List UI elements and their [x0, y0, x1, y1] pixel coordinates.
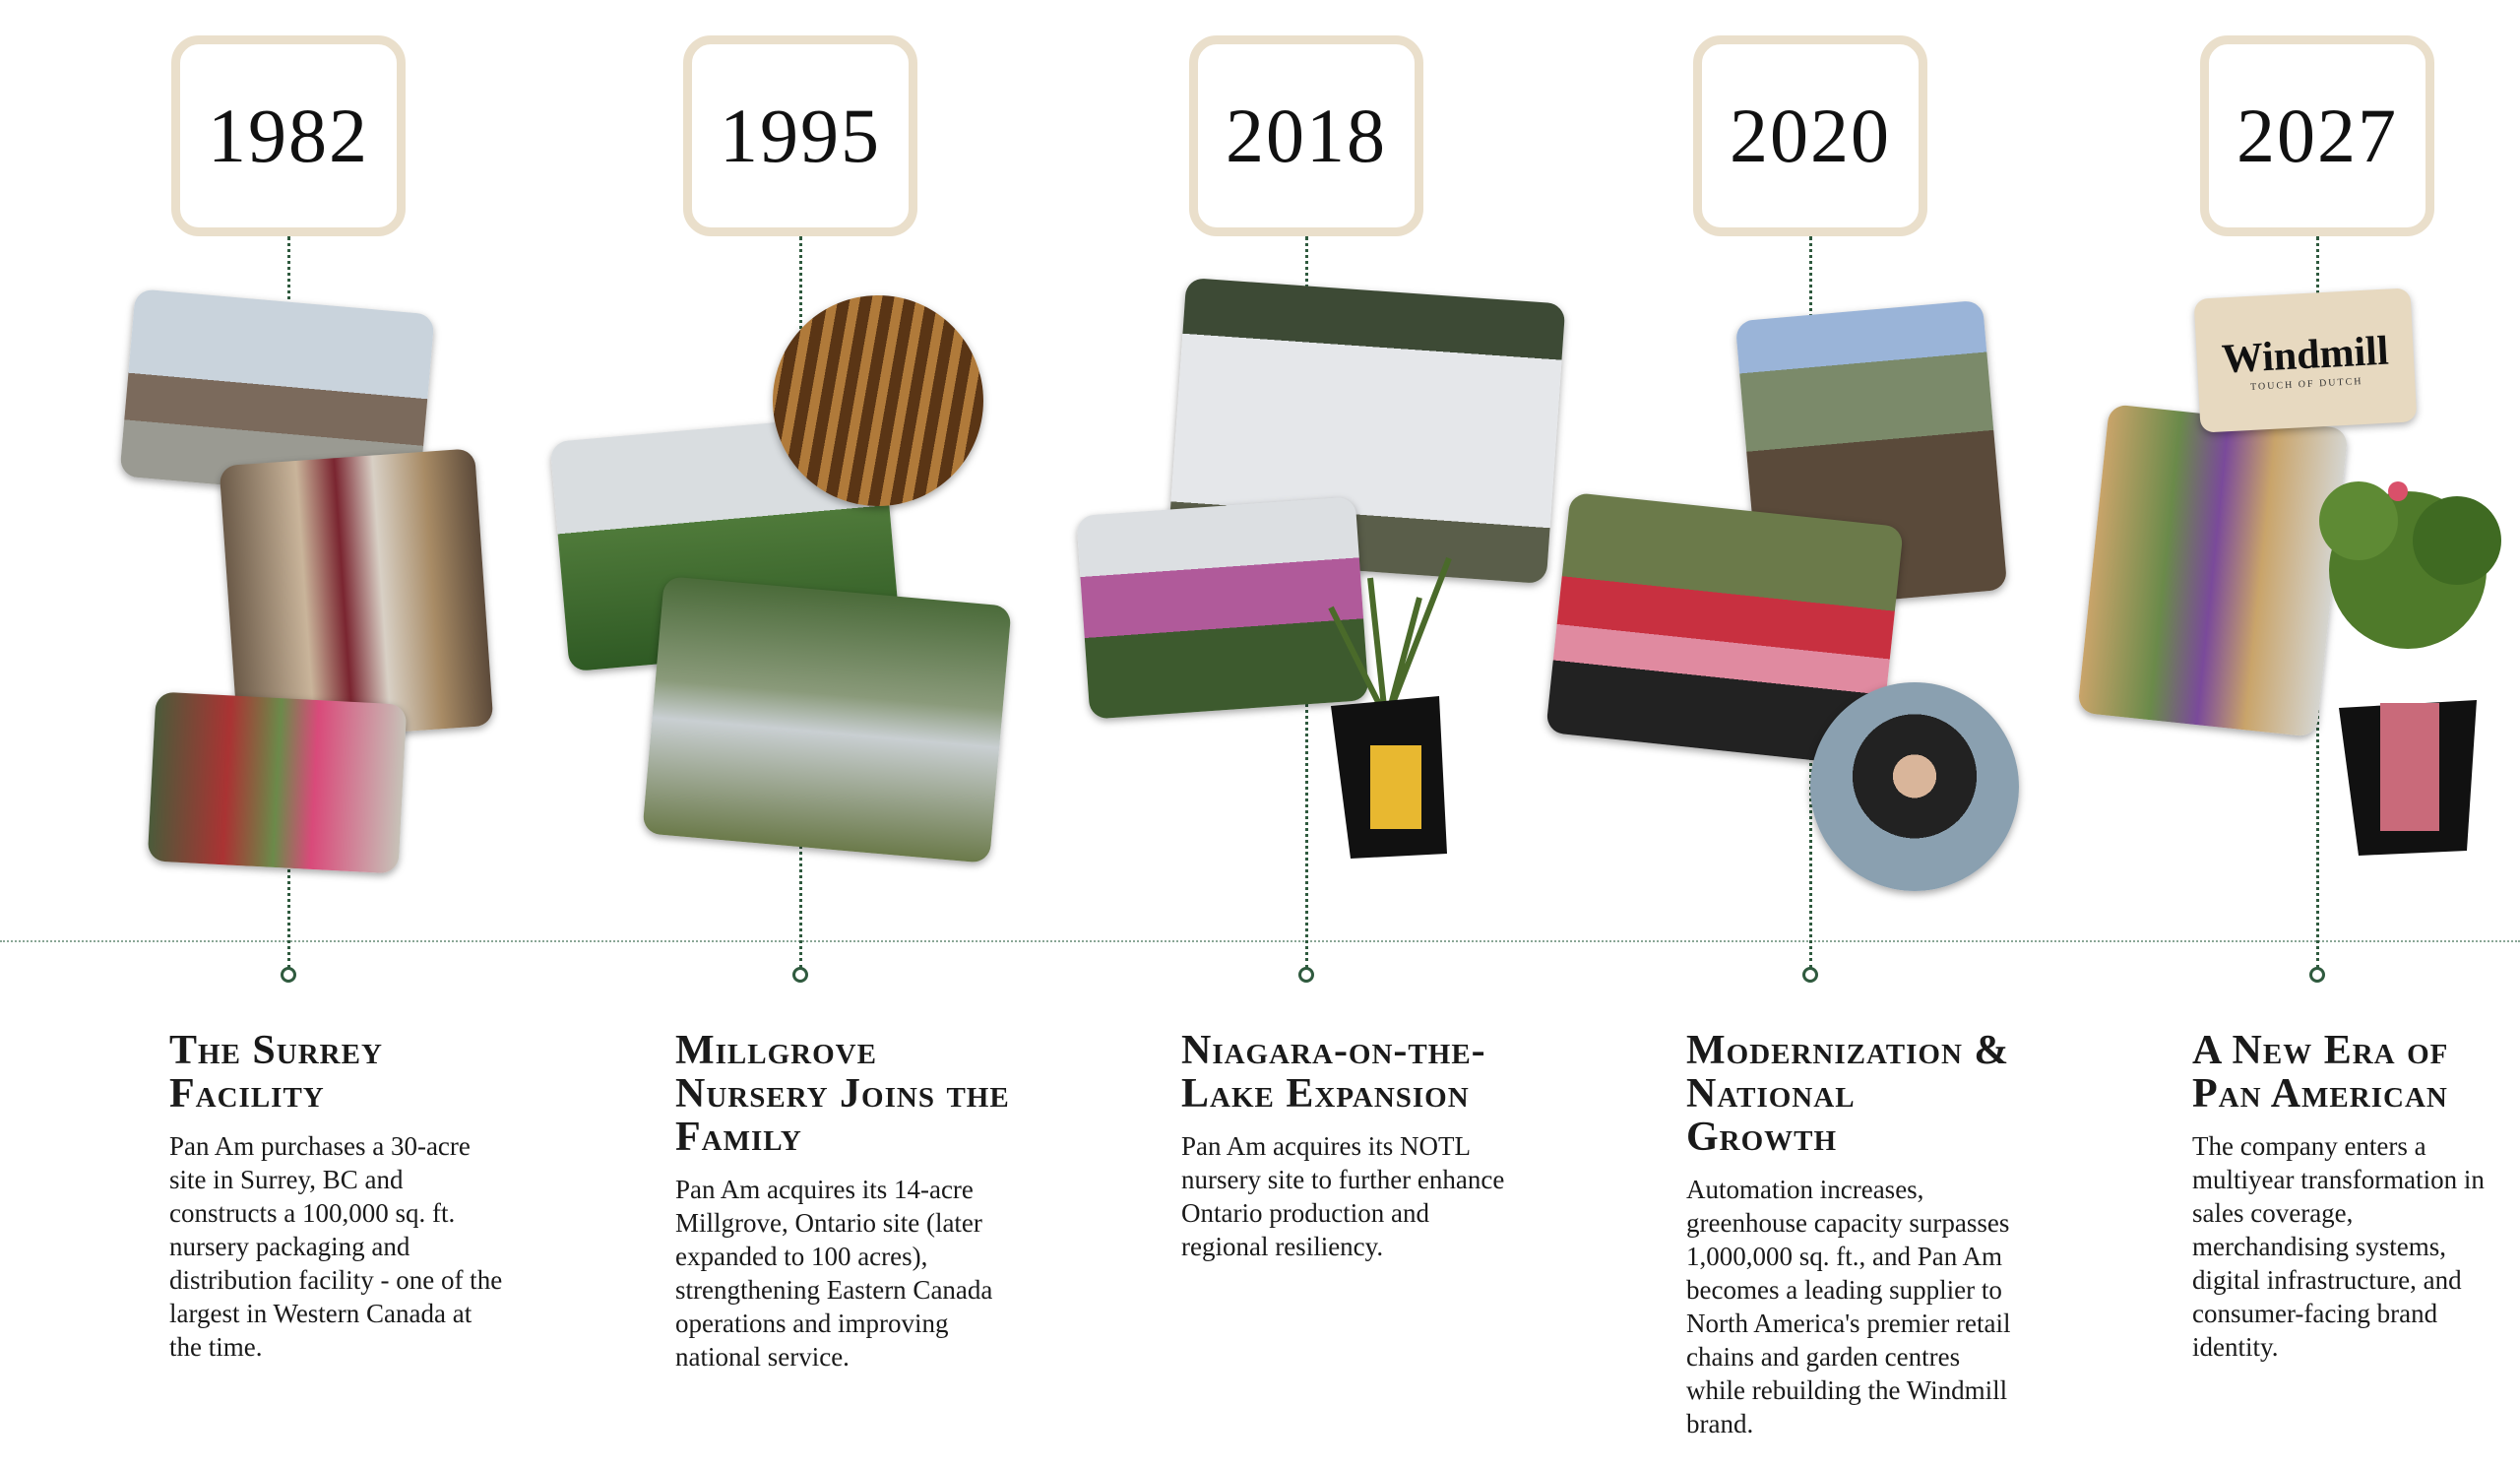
potted-rose-bush — [2319, 481, 2501, 856]
timeline-marker — [1298, 967, 1314, 983]
year-label: 2027 — [2236, 93, 2398, 178]
milestone-description: Automation increases, greenhouse capacit… — [1686, 1175, 2011, 1438]
photo-retail-display — [147, 691, 408, 874]
milestone-description: Pan Am acquires its 14-acre Millgrove, O… — [675, 1175, 993, 1372]
logo-name: Windmill — [2220, 328, 2390, 382]
milestone-description: Pan Am acquires its NOTL nursery site to… — [1181, 1131, 1505, 1261]
potted-rose-plant — [1328, 556, 1452, 859]
milestone-title: A New Era of Pan American — [2192, 1028, 2449, 1117]
milestone-1982: The Surrey Facility Pan Am purchases a 3… — [169, 1029, 504, 1364]
photo-greenhouse-interior-circle — [773, 295, 983, 506]
year-box-2020: 2020 — [1693, 35, 1927, 236]
year-label: 2020 — [1730, 93, 1891, 178]
year-label: 1995 — [720, 93, 881, 178]
milestone-description: The company enters a multiyear transform… — [2192, 1131, 2485, 1362]
photo-employee-circle — [1810, 682, 2019, 891]
year-box-1995: 1995 — [683, 35, 917, 236]
timeline-marker — [792, 967, 808, 983]
year-box-2027: 2027 — [2200, 35, 2434, 236]
year-box-1982: 1982 — [171, 35, 406, 236]
windmill-logo: Windmill TOUCH OF DUTCH — [2193, 287, 2418, 433]
year-label: 1982 — [208, 93, 369, 178]
milestone-title: Millgrove Nursery Joins the Family — [675, 1028, 1010, 1160]
milestone-2020: Modernization & National Growth Automati… — [1686, 1029, 2011, 1440]
milestone-1995: Millgrove Nursery Joins the Family Pan A… — [675, 1029, 1010, 1373]
milestone-title: The Surrey Facility — [169, 1028, 383, 1117]
timeline-marker — [2309, 967, 2325, 983]
year-box-2018: 2018 — [1189, 35, 1423, 236]
timeline-marker — [281, 967, 296, 983]
photo-millgrove-aerial — [642, 576, 1012, 863]
milestone-title: Modernization & National Growth — [1686, 1028, 2010, 1160]
timeline-line — [0, 940, 2520, 942]
timeline-marker — [1802, 967, 1818, 983]
milestone-description: Pan Am purchases a 30-acre site in Surre… — [169, 1131, 503, 1362]
milestone-title: Niagara-on-the-Lake Expansion — [1181, 1028, 1486, 1117]
year-label: 2018 — [1226, 93, 1387, 178]
milestone-2027: A New Era of Pan American The company en… — [2192, 1029, 2507, 1364]
milestone-2018: Niagara-on-the-Lake Expansion Pan Am acq… — [1181, 1029, 1521, 1263]
